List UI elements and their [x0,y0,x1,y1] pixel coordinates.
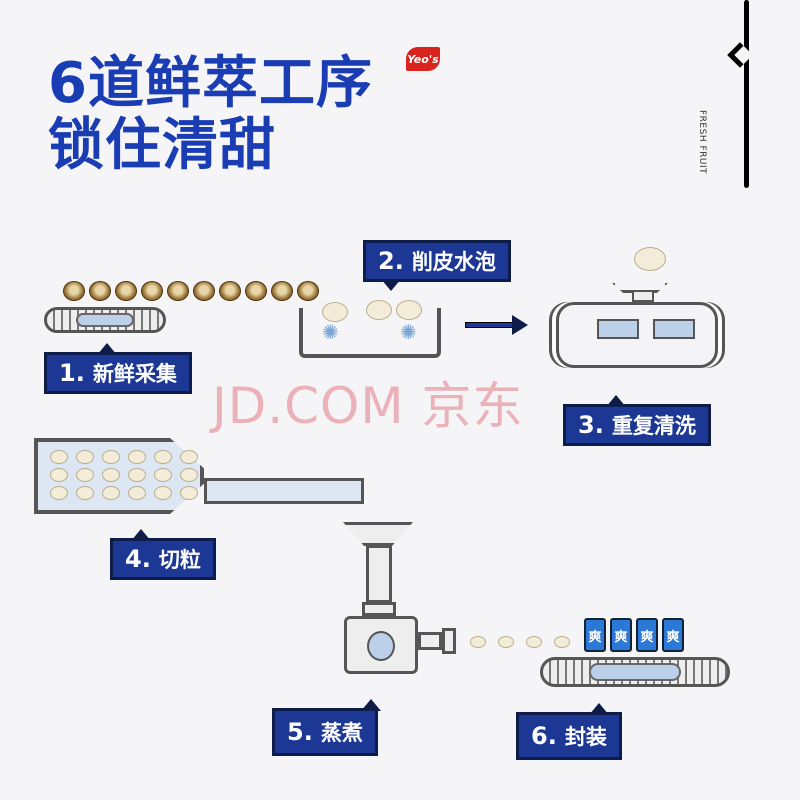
steamer-funnel [343,522,413,546]
conveyor-belt-6 [540,657,730,687]
soak-tank [299,308,441,358]
title-line2: 锁住清甜 [48,113,276,178]
step-1-label: 1.新鲜采集 [44,343,192,394]
step-6-label: 6.封装 [516,703,622,760]
arrow-right-icon [465,322,513,328]
side-bar [744,0,749,188]
side-text: FRESH FRUIT [697,110,707,175]
watermark: JD.COM 京东 [212,377,524,435]
step-5-label: 5.蒸煮 [272,699,381,756]
bubble-icon: ✺ [400,320,417,344]
step-4-label: 4.切粒 [110,529,216,580]
conveyor-belt-1 [44,307,166,333]
step-3-label: 3.重复清洗 [563,395,711,446]
step-2-label: 2.削皮水泡 [363,240,511,291]
steamer [344,616,418,674]
washing-machine [556,302,718,368]
cans-row: 爽爽爽爽 [584,618,684,652]
title-line1: 6道鲜萃工序 [48,51,373,116]
brand-logo: Yeo's [406,47,440,71]
chute [204,478,364,504]
longans-row [63,281,319,301]
bubble-icon: ✺ [322,320,339,344]
